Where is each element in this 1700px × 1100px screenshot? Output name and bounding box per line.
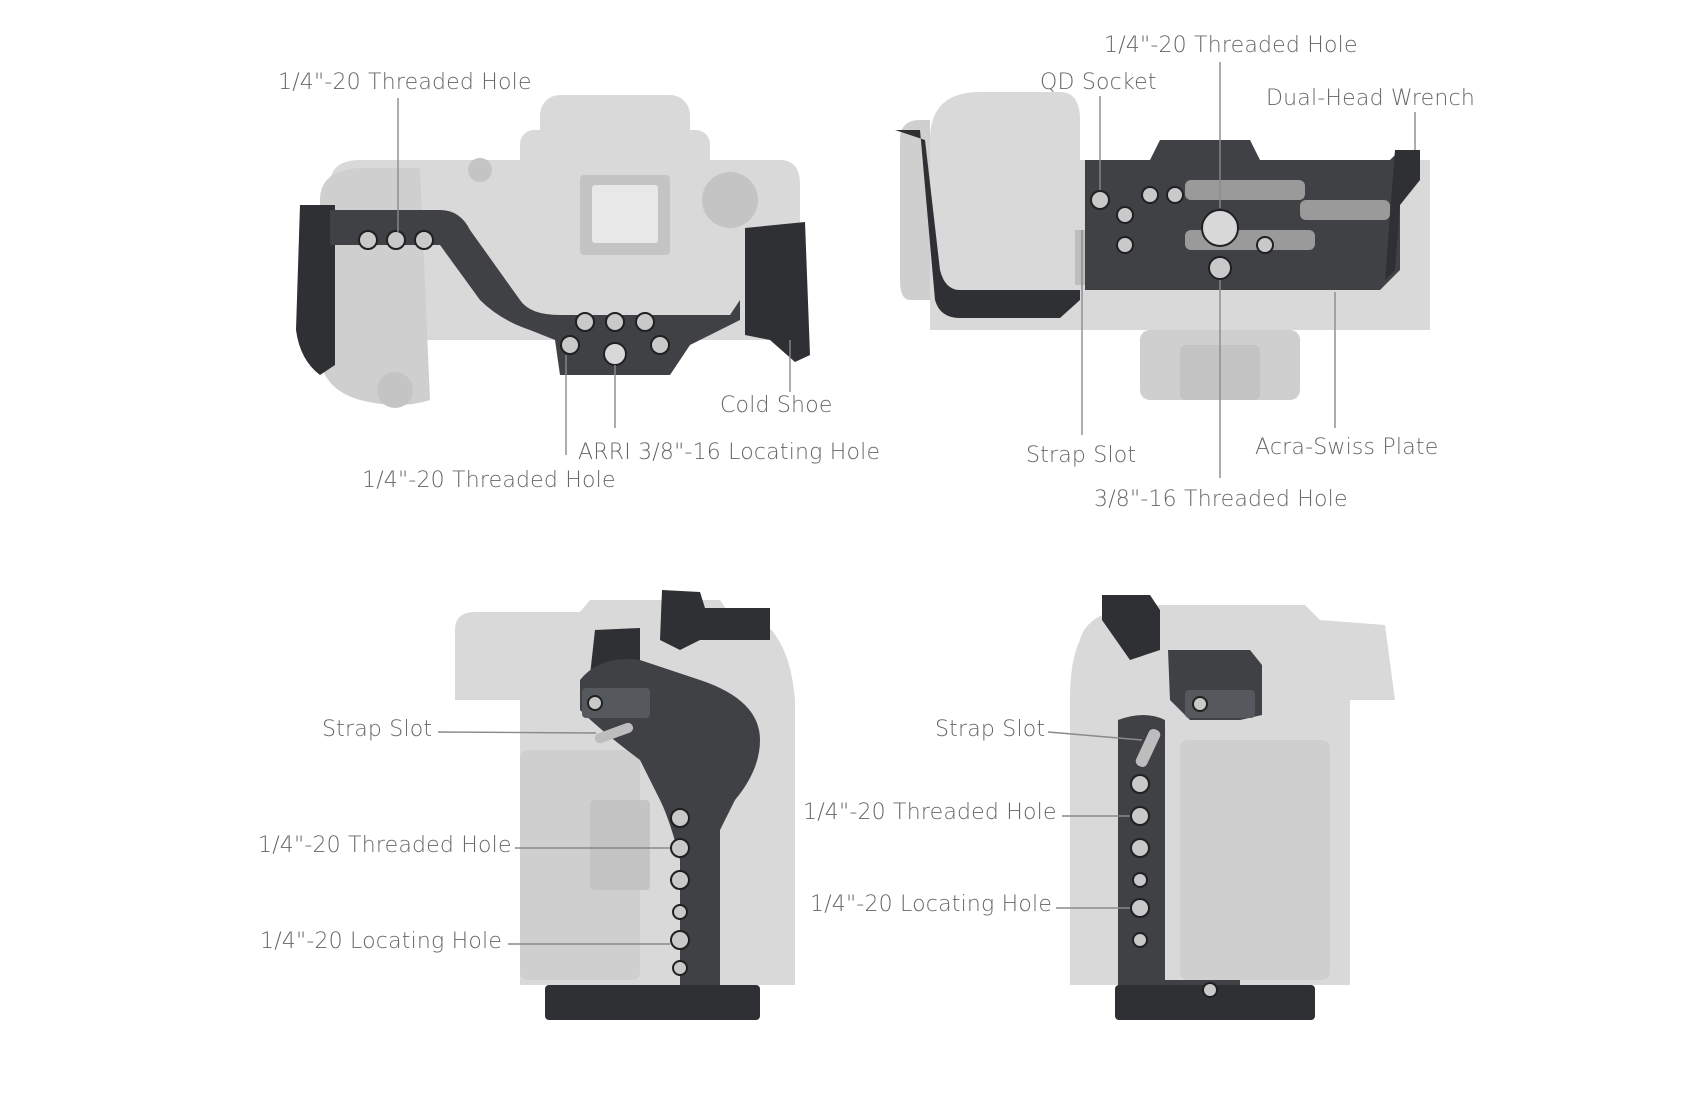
label-locating-hole-bottom-right: 1/4"-20 Locating Hole (810, 892, 1053, 917)
label-threaded-hole-bottom-right: 1/4"-20 Threaded Hole (803, 800, 1057, 825)
side-cage-left (545, 590, 770, 1020)
label-strap-slot-bottom-left: Strap Slot (322, 717, 433, 742)
label-dual-head-wrench: Dual-Head Wrench (1266, 86, 1475, 111)
label-arri-locating-hole: ARRI 3/8"-16 Locating Hole (578, 440, 881, 465)
label-threaded-hole-bottom-left: 1/4"-20 Threaded Hole (362, 468, 616, 493)
side-cage-right (1102, 595, 1315, 1020)
label-strap-slot-bottom-right: Strap Slot (935, 717, 1046, 742)
label-cold-shoe: Cold Shoe (720, 393, 833, 418)
label-acra-swiss-plate: Acra-Swiss Plate (1255, 435, 1439, 460)
label-threaded-hole-top-left: 1/4"-20 Threaded Hole (278, 70, 532, 95)
label-qd-socket: QD Socket (1040, 70, 1157, 95)
top-cage-plate (296, 205, 810, 375)
label-threaded-hole-bottom-left-side: 1/4"-20 Threaded Hole (258, 833, 512, 858)
leader-lines (397, 62, 1416, 945)
baseplate (895, 130, 1420, 318)
label-threaded-hole-top-right: 1/4"-20 Threaded Hole (1104, 33, 1358, 58)
label-locating-hole-bottom-left: 1/4"-20 Locating Hole (260, 929, 503, 954)
label-threaded-hole-3-8: 3/8"-16 Threaded Hole (1094, 487, 1348, 512)
label-strap-slot-top: Strap Slot (1026, 443, 1137, 468)
